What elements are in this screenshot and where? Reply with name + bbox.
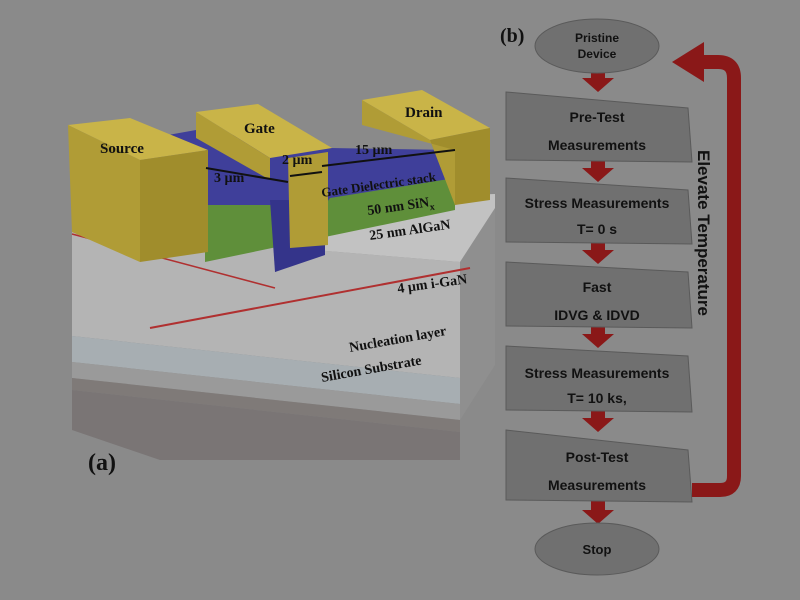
down-arrows — [582, 68, 614, 524]
substrate-bottom — [72, 378, 460, 432]
source-side — [140, 150, 208, 262]
drain-label: Drain — [405, 105, 443, 121]
start-line1: Pristine — [575, 31, 619, 45]
drain-front — [430, 128, 490, 205]
dim-arrow-2um — [289, 171, 323, 177]
source-front — [68, 125, 140, 262]
step-2-line1: Stress Measurements — [525, 195, 670, 211]
loop-arrowhead — [672, 42, 704, 82]
step-4-line2: T= 10 ks, — [567, 390, 627, 406]
step-5-box — [505, 429, 693, 503]
step-4-box — [505, 345, 693, 413]
nucleation-layer — [72, 336, 460, 404]
gate-top — [196, 104, 332, 158]
step-5-line2: Measurements — [548, 477, 646, 493]
panel-b-label: (b) — [500, 25, 524, 47]
device-cross-section: Source Gate Drain 3 µm 2 µm 15 µm Gate D… — [68, 90, 495, 476]
gan-layer — [72, 230, 460, 378]
gate-label: Gate — [244, 121, 275, 137]
start-node — [534, 18, 660, 74]
arrow-4 — [582, 324, 614, 348]
dim-3um-label: 3 µm — [214, 171, 245, 186]
loop-arrow — [692, 55, 741, 497]
step-1: Pre-Test Measurements — [505, 91, 693, 163]
step-3-line2: IDVG & IDVD — [554, 307, 640, 323]
step-3-line1: Fast — [583, 279, 612, 295]
arrow-5 — [582, 408, 614, 432]
start-line2: Device — [578, 47, 617, 61]
dim-15um-label: 15 µm — [355, 143, 393, 158]
step-2-box — [505, 177, 693, 245]
gate-front — [196, 112, 270, 180]
dim-arrow-15um — [321, 149, 456, 167]
2deg-line — [149, 267, 471, 329]
step-3: Fast IDVG & IDVD — [505, 261, 693, 329]
arrow-1 — [582, 68, 614, 92]
step-2: Stress Measurements T= 0 s — [505, 177, 693, 245]
stop-node — [534, 522, 660, 576]
flowchart: (b) Elevate Temperature Pristine Device … — [500, 18, 741, 576]
arrow-3 — [582, 240, 614, 264]
step-1-line2: Measurements — [548, 137, 646, 153]
dim-2um-label: 2 µm — [282, 153, 313, 168]
source-top — [68, 118, 208, 160]
panel-a-label: (a) — [88, 450, 116, 476]
step-4-line1: Stress Measurements — [525, 365, 670, 381]
loop-label: Elevate Temperature — [694, 150, 713, 316]
arrow-2 — [582, 160, 614, 182]
arrow-6 — [582, 500, 614, 524]
drain-top — [362, 90, 490, 140]
substrate-base — [72, 390, 460, 460]
stack-right-face — [460, 208, 495, 420]
stop-label: Stop — [583, 542, 612, 557]
step-5: Post-Test Measurements — [505, 429, 693, 503]
step-1-box — [505, 91, 693, 163]
source-label: Source — [100, 141, 144, 157]
step-3-box — [505, 261, 693, 329]
step-1-line1: Pre-Test — [570, 109, 625, 125]
step-2-line2: T= 0 s — [577, 221, 617, 237]
step-5-line1: Post-Test — [566, 449, 629, 465]
silicon-substrate — [72, 362, 460, 420]
sin-label-sub: x — [429, 202, 435, 214]
dim-arrow-3um — [205, 167, 289, 183]
drain-side — [362, 100, 455, 205]
step-4: Stress Measurements T= 10 ks, — [505, 345, 693, 413]
